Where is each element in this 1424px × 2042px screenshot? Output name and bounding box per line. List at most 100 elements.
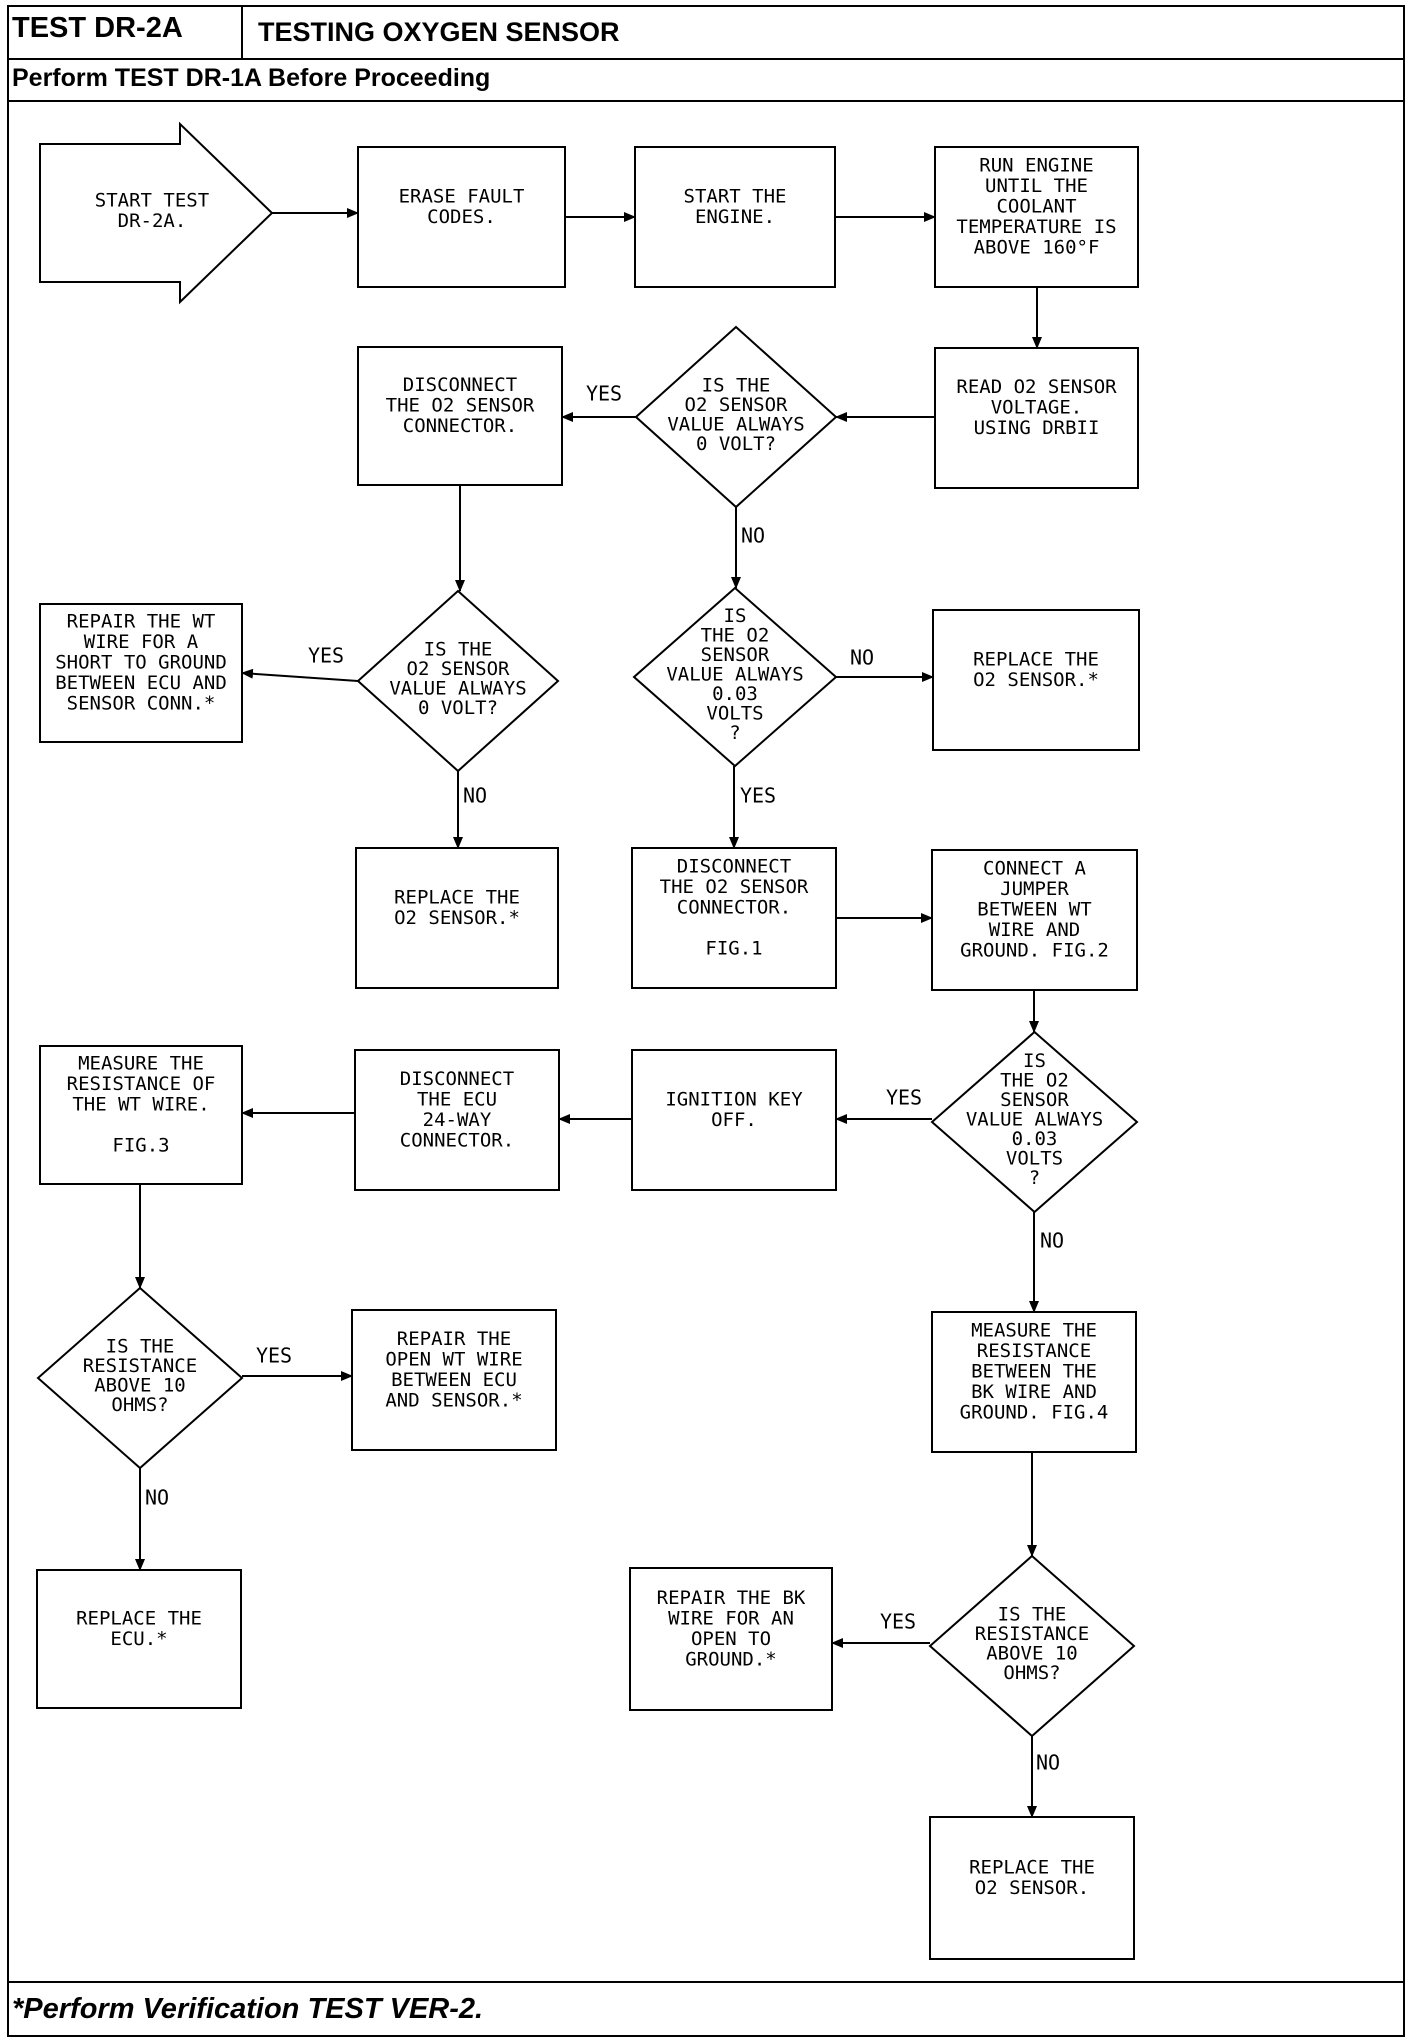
node-text-line: START THE: [684, 185, 787, 207]
node-text-line: AND SENSOR.*: [385, 1389, 522, 1411]
node-text-line: SENSOR CONN.*: [67, 693, 216, 715]
process-box: [357, 346, 563, 486]
prerequisite-rule: [7, 100, 1405, 102]
process-box: [629, 1567, 833, 1711]
node-text-line: THE ECU: [417, 1088, 497, 1110]
node-text-line: O2 SENSOR.*: [394, 907, 520, 929]
node-text-line: GROUND. FIG.2: [960, 940, 1109, 962]
process-box: [931, 1311, 1137, 1453]
process-box: [355, 847, 559, 989]
decision-diamond: [356, 589, 560, 773]
node-text-line: WIRE AND: [989, 919, 1081, 941]
node-text-line: THE WT WIRE.: [72, 1094, 209, 1116]
connector-label-yes: YES: [880, 1610, 916, 1634]
decision-diamond: [36, 1286, 244, 1470]
node-text-line: GROUND.*: [685, 1648, 777, 1670]
process-box: [631, 847, 837, 989]
node-text-line: SENSOR: [701, 644, 770, 666]
node-text-line: START TEST: [95, 189, 209, 211]
process-box: [351, 1309, 557, 1451]
header-rule: [7, 58, 1405, 60]
node-text-line: REPLACE THE: [394, 886, 520, 908]
node-text-line: O2 SENSOR.: [975, 1877, 1089, 1899]
connector-label-yes: YES: [308, 644, 344, 668]
node-text-line: RESISTANCE: [977, 1340, 1091, 1362]
connector-label-no: NO: [1036, 1751, 1060, 1775]
start-arrow: [39, 121, 274, 305]
node-text-line: VALUE ALWAYS: [966, 1109, 1103, 1131]
node-text-line: REPLACE THE: [969, 1856, 1095, 1878]
node-text-line: ?: [729, 722, 740, 744]
process-box: [39, 603, 243, 743]
node-text-line: 0.03: [1012, 1128, 1058, 1150]
node-text-line: OHMS?: [1003, 1662, 1060, 1684]
node-text-line: BETWEEN ECU: [391, 1369, 517, 1391]
node-text-line: REPLACE THE: [973, 648, 1099, 670]
page-border: [7, 5, 1405, 2037]
node-text-line: THE O2 SENSOR: [386, 395, 535, 417]
node-text-line: SENSOR: [1000, 1089, 1069, 1111]
node-text-line: RESISTANCE OF: [67, 1073, 216, 1095]
node-text-line: BETWEEN WT: [977, 899, 1091, 921]
node-text-line: RESISTANCE: [83, 1355, 197, 1377]
node-text-line: UNTIL THE: [985, 175, 1088, 197]
connector-label-yes: YES: [886, 1086, 922, 1110]
node-text-line: CODES.: [427, 206, 496, 228]
verification-footnote: *Perform Verification TEST VER-2.: [12, 1993, 484, 2025]
node-text-line: USING DRBII: [974, 417, 1100, 439]
node-text-line: VOLTS: [1006, 1148, 1063, 1170]
node-text-line: DISCONNECT: [403, 374, 517, 396]
process-box: [354, 1049, 560, 1191]
header-divider: [241, 7, 243, 58]
node-text-line: VALUE ALWAYS: [389, 677, 526, 699]
node-text-line: REPAIR THE WT: [67, 611, 216, 633]
process-box: [357, 146, 566, 288]
node-text-line: WIRE FOR A: [84, 631, 199, 653]
decision-diamond: [632, 586, 838, 768]
process-box: [931, 849, 1138, 991]
connector-label-yes: YES: [256, 1344, 292, 1368]
node-text-line: DR-2A.: [118, 210, 187, 232]
node-text-line: 0 VOLT?: [696, 433, 776, 455]
node-text-line: TEMPERATURE IS: [956, 216, 1116, 238]
node-text-line: VALUE ALWAYS: [667, 413, 804, 435]
connector-label-yes: YES: [586, 382, 622, 406]
node-text-line: BK WIRE AND: [971, 1381, 1097, 1403]
node-text-line: REPAIR THE BK: [657, 1587, 806, 1609]
connector-label-no: NO: [1040, 1229, 1064, 1253]
node-text-line: IS THE: [106, 1335, 175, 1357]
node-text-line: 0 VOLT?: [418, 697, 498, 719]
node-text-line: DISCONNECT: [677, 856, 791, 878]
decision-diamond: [930, 1030, 1139, 1214]
node-text-line: RUN ENGINE: [979, 155, 1093, 177]
process-box: [39, 1045, 243, 1185]
decision-diamond: [634, 325, 838, 509]
connector-q_zero2-to-repair_wt_short: [241, 668, 359, 682]
test-title: TESTING OXYGEN SENSOR: [258, 17, 620, 47]
node-text-line: ECU.*: [110, 1628, 167, 1650]
node-text-line: BETWEEN ECU AND: [55, 672, 227, 694]
node-text-line: VALUE ALWAYS: [666, 664, 803, 686]
node-text-line: REPLACE THE: [76, 1607, 202, 1629]
node-text-line: GROUND. FIG.4: [960, 1402, 1109, 1424]
